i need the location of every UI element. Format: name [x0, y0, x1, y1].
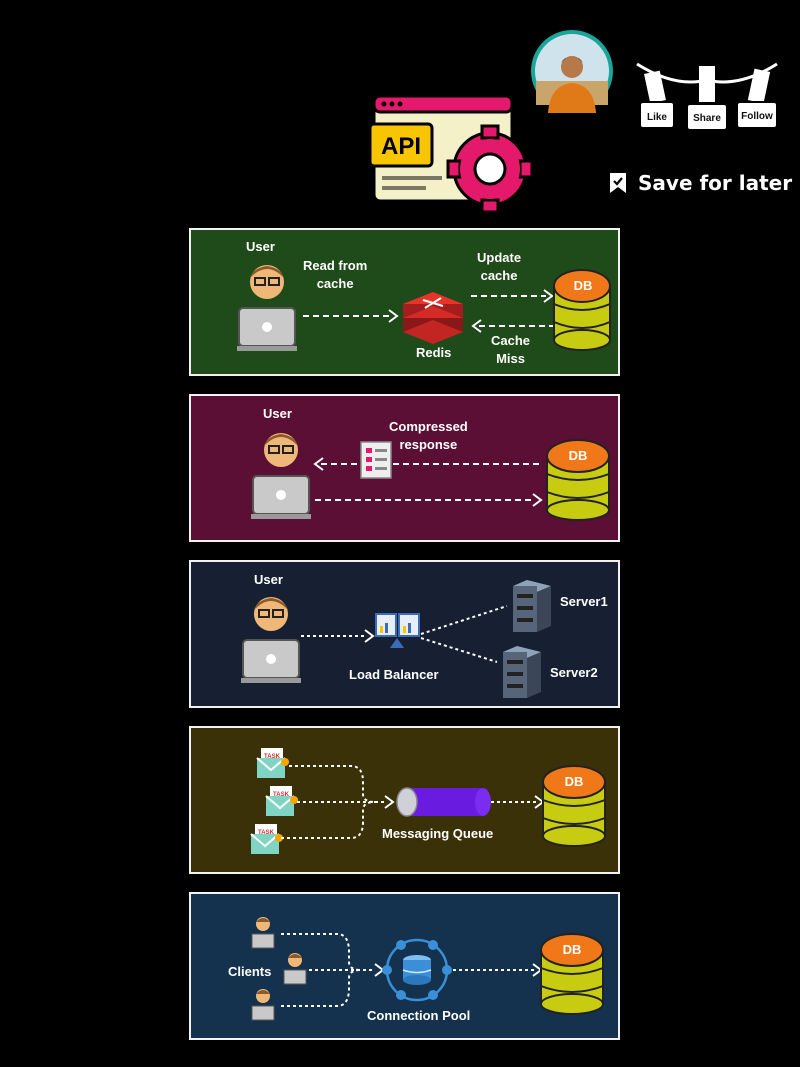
api-label: API [381, 133, 421, 160]
follow-tag-label: Follow [741, 111, 773, 122]
server1-icon [513, 580, 551, 632]
read-from-cache-label: Read from cache [303, 258, 368, 291]
compressed-file-icon [360, 441, 392, 479]
messaging-queue-label: Messaging Queue [382, 826, 494, 841]
share-tag-label: Share [693, 113, 721, 124]
avatar-photo [531, 30, 613, 113]
load-balancer-icon [375, 613, 420, 648]
db-label: DB [568, 448, 588, 463]
load-balancer-label: Load Balancer [349, 667, 439, 682]
connection-pool-label: Connection Pool [367, 1008, 471, 1023]
database-icon [553, 269, 611, 351]
server2-arrow [420, 637, 498, 663]
connection-pool-icon [382, 938, 452, 1002]
task-label: TASK [264, 754, 281, 760]
db-label: DB [573, 278, 593, 293]
save-for-later-button[interactable]: Save for later [608, 171, 792, 195]
database-icon [540, 933, 604, 1015]
database-icon [542, 765, 606, 847]
cache-panel: User Read from cache Update cache Cache … [189, 228, 620, 376]
user-label: User [254, 572, 283, 587]
user-laptop-icon [237, 265, 297, 351]
bookmark-icon [610, 173, 626, 193]
server2-label: Server2 [550, 665, 598, 680]
share-tag[interactable]: Share [686, 66, 728, 131]
connection-pool-panel: Clients Connection Pool [189, 892, 620, 1040]
task-label: TASK [273, 792, 290, 798]
server1-arrow [420, 605, 508, 635]
api-illustration: API [368, 94, 534, 216]
task-envelope-icon: TASK [256, 748, 289, 778]
load-balancer-panel: User Load Balancer Server1 Server2 [189, 560, 620, 708]
user-label: User [246, 239, 275, 254]
user-label: User [263, 406, 292, 421]
task-label: TASK [258, 830, 275, 836]
server2-icon [503, 646, 541, 698]
task-envelope-icon: TASK [265, 786, 298, 816]
redis-icon [403, 292, 463, 344]
redis-label: Redis [416, 345, 452, 360]
cache-miss-label: Cache Miss [491, 333, 531, 366]
compression-panel: User Compressed response DB [189, 394, 620, 542]
compressed-response-label: Compressed response [389, 419, 468, 452]
update-cache-label: Update cache [477, 250, 522, 283]
gear-icon [446, 124, 534, 214]
database-icon [546, 439, 610, 521]
queue-cylinder-icon [396, 787, 491, 817]
task-envelope-icon: TASK [250, 824, 283, 854]
profile-avatar[interactable] [530, 29, 614, 113]
follow-tag[interactable]: Follow [736, 68, 778, 129]
like-tag[interactable]: Like [639, 70, 675, 129]
server1-label: Server1 [560, 594, 608, 609]
clients-label: Clients [228, 964, 272, 979]
client-icon [251, 917, 275, 949]
like-share-follow-tags[interactable]: Like Share Follow [635, 58, 780, 133]
messaging-queue-panel: Messaging Queue TASK TASK TASK [189, 726, 620, 874]
db-label: DB [562, 942, 582, 957]
client-icon [251, 989, 275, 1021]
client-icon [283, 953, 307, 985]
db-label: DB [564, 774, 584, 789]
like-tag-label: Like [647, 112, 667, 123]
user-laptop-icon [241, 597, 301, 683]
user-laptop-icon [251, 433, 311, 519]
save-for-later-label: Save for later [638, 171, 793, 195]
